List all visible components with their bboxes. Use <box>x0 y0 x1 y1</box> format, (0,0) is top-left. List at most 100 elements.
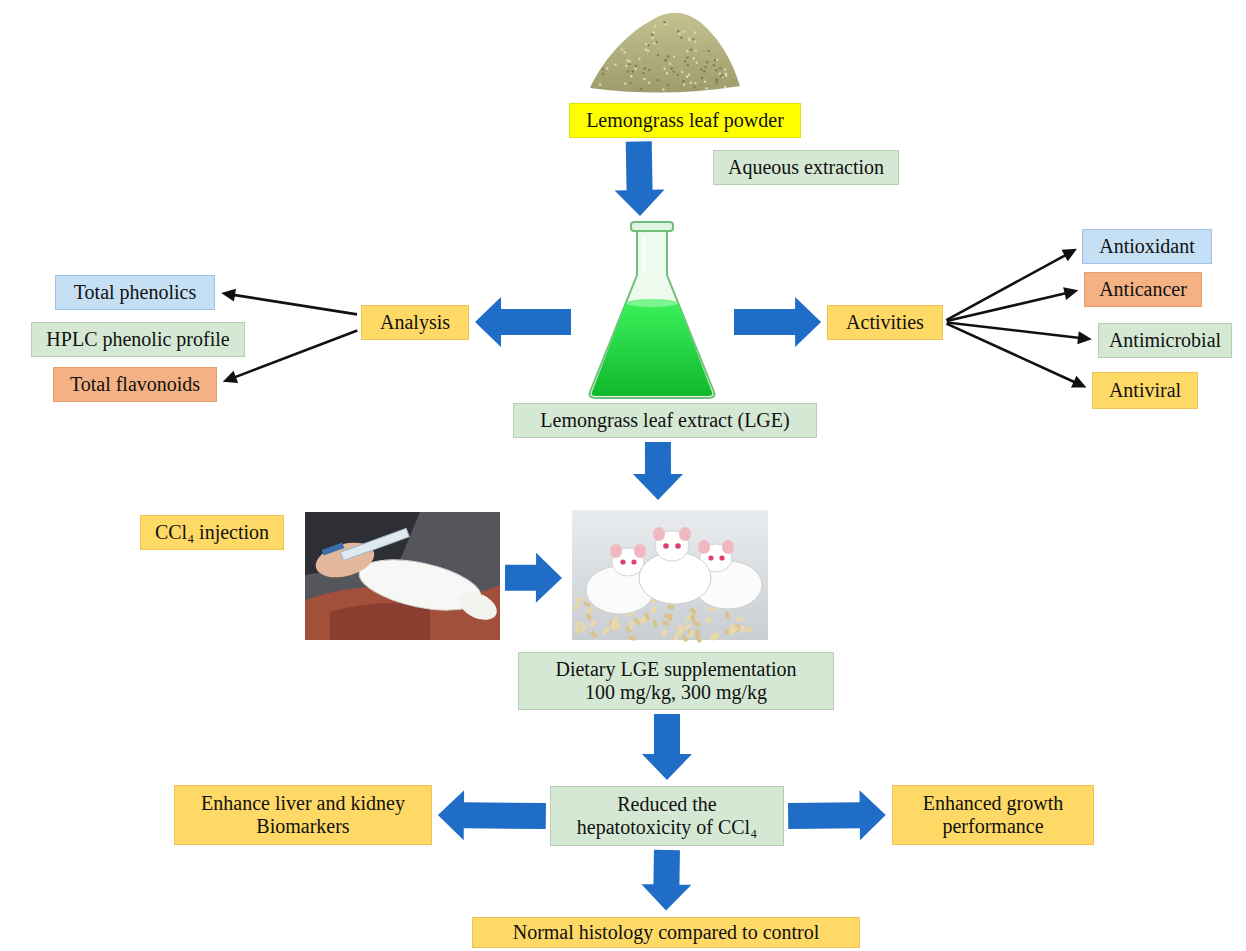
thin-arrow <box>221 289 357 316</box>
bedding-chip <box>691 615 696 622</box>
powder-speckle <box>705 87 707 89</box>
powder-speckle <box>643 67 645 69</box>
powder-speckle <box>682 31 684 33</box>
box-label: Antiviral <box>1109 379 1181 402</box>
powder-speckle <box>621 48 623 50</box>
powder-speckle <box>628 60 630 62</box>
bedding-chip <box>684 623 691 631</box>
powder-speckle <box>713 64 715 66</box>
box-label: Enhanced growth performance <box>923 792 1064 838</box>
powder-speckle <box>690 82 692 84</box>
powder-speckle <box>694 41 696 43</box>
box-label: CCl₄ injection <box>155 521 269 544</box>
rat-eye <box>663 543 669 549</box>
powder-speckle <box>654 25 656 27</box>
bedding-chip <box>583 602 591 608</box>
powder-speckle <box>695 50 697 52</box>
block-arrow <box>641 850 691 911</box>
powder-speckle <box>640 88 642 90</box>
powder-speckle <box>626 59 628 61</box>
thin-arrow <box>946 249 1077 321</box>
process-box: Lemongrass leaf powder <box>569 103 801 138</box>
rat-ear <box>722 540 734 554</box>
powder-speckle <box>647 50 649 52</box>
powder-speckle <box>688 73 690 75</box>
powder-speckle <box>667 55 669 57</box>
powder-speckle <box>670 67 672 69</box>
powder-speckle <box>645 48 647 50</box>
injection-photo <box>305 512 501 640</box>
powder-speckle <box>666 72 668 74</box>
box-label: Lemongrass leaf extract (LGE) <box>540 409 789 432</box>
block-arrow <box>438 790 546 840</box>
process-box: Total flavonoids <box>53 367 217 402</box>
block-arrow <box>788 790 886 840</box>
bedding-chip <box>688 630 695 638</box>
label-box: CCl₄ injection <box>140 515 284 550</box>
thin-arrow <box>946 322 1086 387</box>
powder-speckle <box>653 42 655 44</box>
flask-rim <box>631 222 673 231</box>
bedding-chip <box>589 620 597 628</box>
powder-speckle <box>638 58 640 60</box>
block-arrow <box>633 442 683 500</box>
flask-liquid <box>592 303 713 396</box>
process-box: CCl₄ injection <box>127 508 501 642</box>
powder-speckle <box>715 69 717 71</box>
process-box: Aqueous extraction <box>713 150 899 185</box>
bedding-chip <box>575 626 579 633</box>
powder-speckle <box>664 59 666 61</box>
block-arrow <box>642 714 692 780</box>
powder-speckle <box>719 67 721 69</box>
process-box: Activities <box>827 305 943 340</box>
liquid-surface <box>626 299 678 307</box>
rat-ear <box>634 544 646 558</box>
powder-speckle <box>706 61 708 63</box>
powder-illustration <box>590 13 740 93</box>
bedding-chip <box>725 611 730 618</box>
powder-pile <box>590 13 740 93</box>
box-label: HPLC phenolic profile <box>46 328 229 351</box>
powder-speckle <box>720 75 722 77</box>
powder-speckle <box>714 59 716 61</box>
powder-speckle <box>643 78 645 80</box>
bedding-chip <box>576 597 584 604</box>
powder-speckle <box>701 77 703 79</box>
powder-speckle <box>694 82 696 84</box>
photo-background <box>305 512 500 640</box>
towel-fold <box>330 603 430 640</box>
process-box: Lemongrass leaf extract (LGE) <box>575 222 730 438</box>
powder-speckle <box>678 32 680 34</box>
powder-speckle <box>655 41 657 43</box>
process-box: Anticancer <box>1084 272 1202 307</box>
powder-speckle <box>705 66 707 68</box>
process-box: Antimicrobial <box>1098 323 1232 358</box>
powder-speckle <box>682 80 684 82</box>
bedding-chip <box>586 613 593 621</box>
rat-ear <box>653 527 665 541</box>
box-label: Reduced the hepatotoxicity of CCl₄ <box>577 793 757 839</box>
powder-speckle <box>602 68 604 70</box>
powder-speckle <box>688 37 690 39</box>
photo-background <box>572 510 768 640</box>
bedding-chip <box>705 616 712 624</box>
powder-speckle <box>669 63 671 65</box>
powder-speckle <box>686 76 688 78</box>
glass-highlight <box>643 236 646 272</box>
powder-speckle <box>677 30 679 32</box>
bedding-chip <box>602 627 609 635</box>
powder-speckle <box>624 83 626 85</box>
powder-speckle <box>696 61 698 63</box>
bedding-chip <box>662 620 670 627</box>
process-box: Reduced the hepatotoxicity of CCl₄ <box>550 786 784 846</box>
bedding-chip <box>736 617 743 622</box>
block-arrow <box>615 141 665 216</box>
powder-speckle <box>627 70 629 72</box>
powder-speckle <box>687 64 689 66</box>
powder-speckle <box>683 84 685 86</box>
powder-speckle <box>693 86 695 88</box>
powder-speckle <box>681 71 683 73</box>
powder-speckle <box>680 37 682 39</box>
bedding-chip <box>740 625 745 632</box>
